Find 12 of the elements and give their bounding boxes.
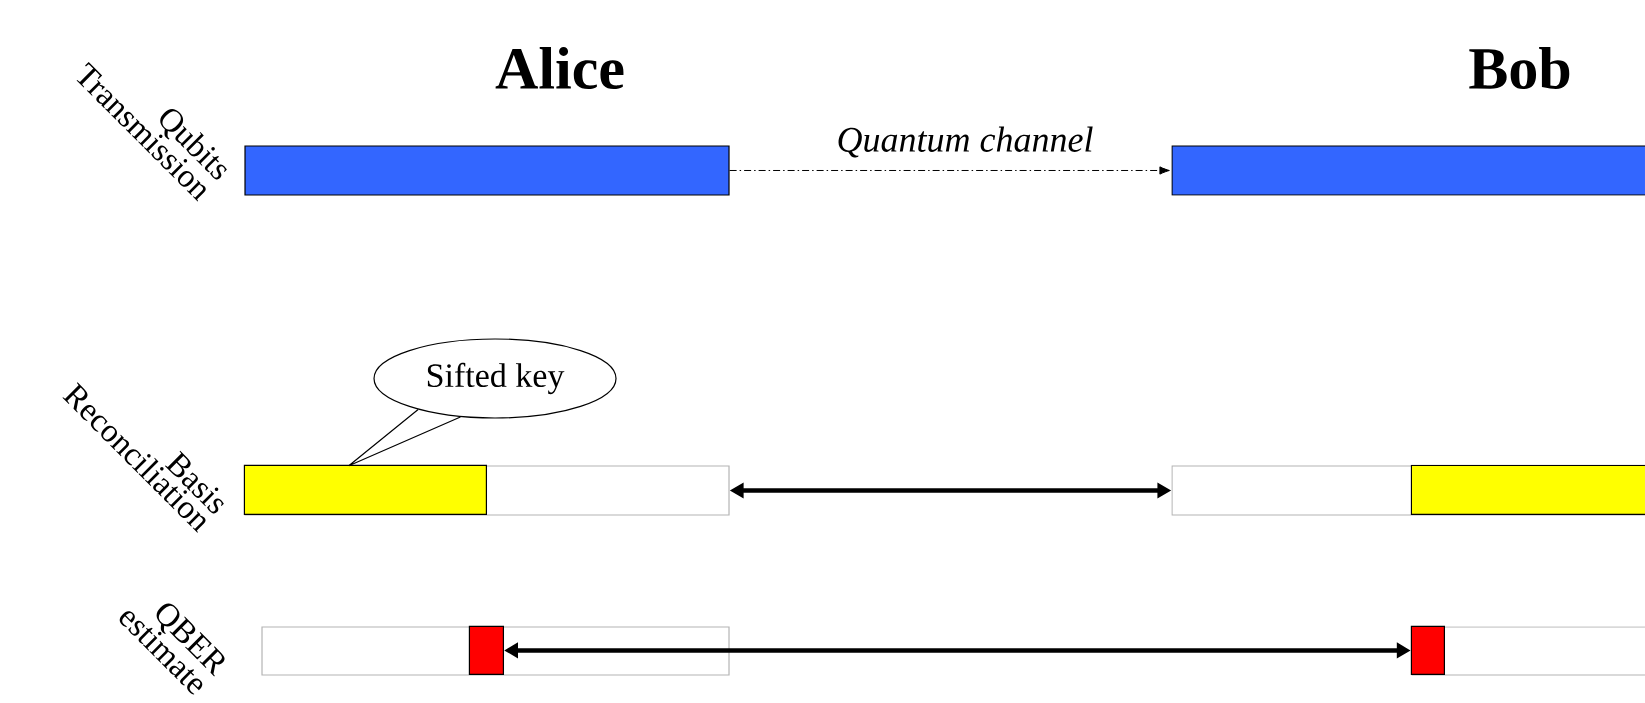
qubit-bar [244,145,730,196]
arrow [729,166,1170,175]
edge-label: Quantum channel [835,125,1095,159]
error-sample [468,625,505,675]
qubit-bar [1171,145,1645,196]
error-sample [1410,625,1445,675]
sifted-key-segment [1410,464,1645,515]
speech-bubble: Sifted key [373,338,617,419]
column-heading: Alice [495,46,624,90]
leader-line [348,408,461,467]
column-heading: Bob [1469,46,1570,90]
sifted-key-segment [243,464,487,515]
